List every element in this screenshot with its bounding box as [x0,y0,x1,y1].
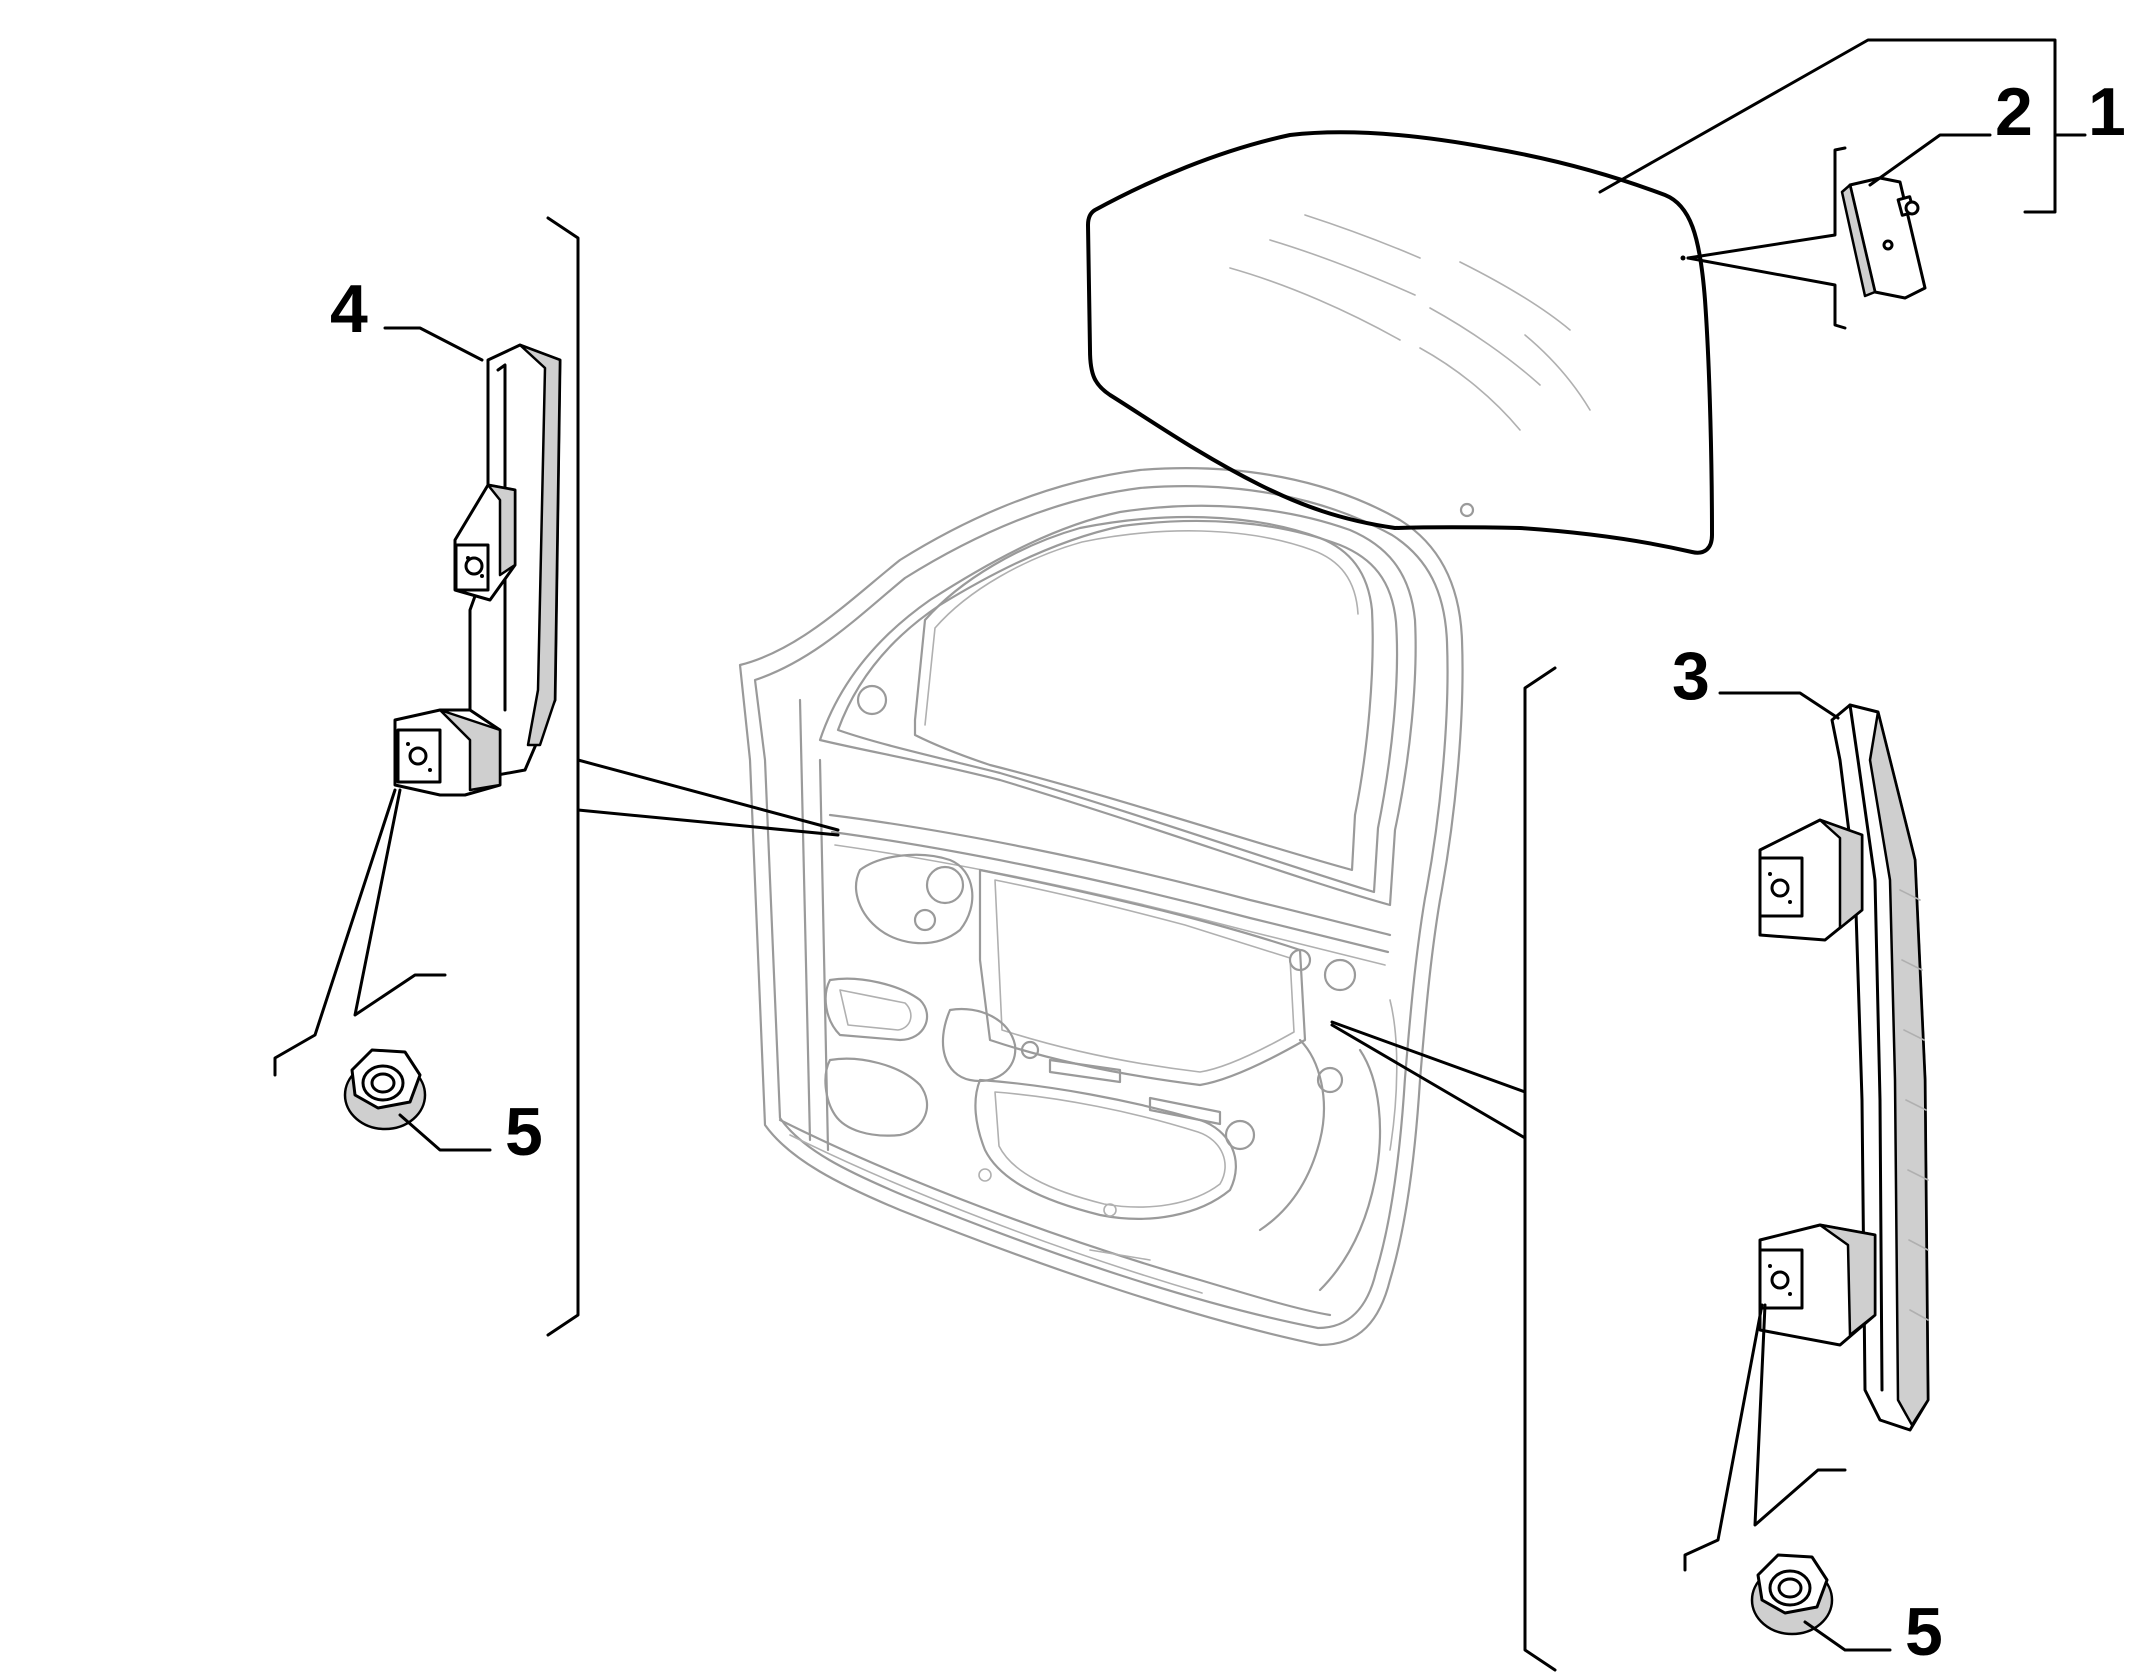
window-glass [1086,130,1714,555]
leader-lines [273,38,2087,1672]
flange-nut-left [343,1048,427,1131]
callout-3: 3 [1672,638,1710,714]
left-guide-rail [393,343,562,797]
callout-5-right: 5 [1905,1594,1943,1670]
door-shell [738,467,1464,1347]
flange-nut-right [1750,1553,1834,1636]
callout-4: 4 [330,271,368,347]
right-guide-rail [1758,703,1930,1432]
callout-5-left: 5 [505,1094,543,1170]
callout-2: 2 [1995,74,2033,150]
glass-clip [1840,176,1927,300]
callout-1: 1 [2088,74,2126,150]
